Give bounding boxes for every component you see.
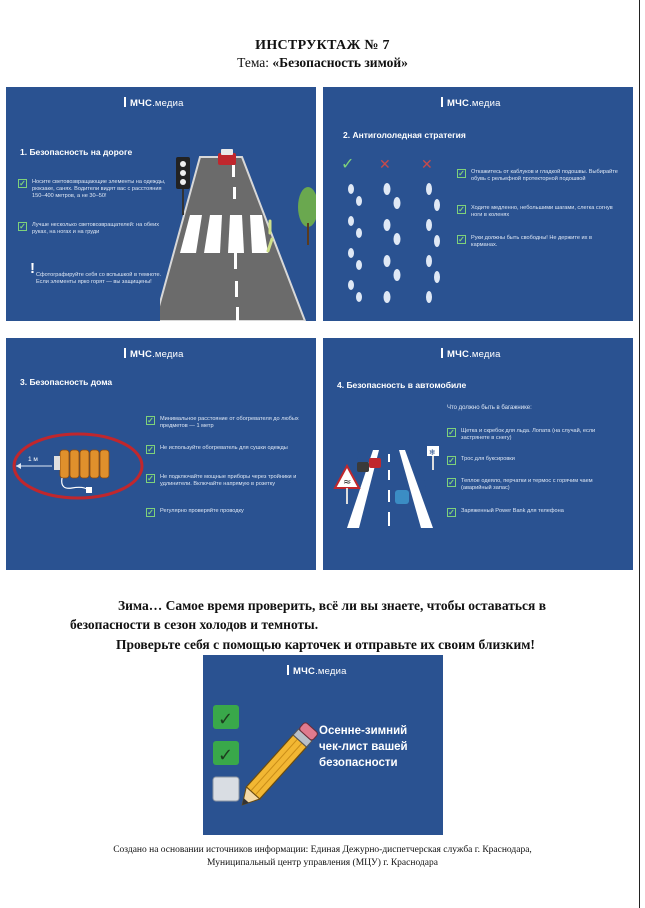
topic-name: «Безопасность зимой» [272, 55, 408, 70]
call-to-action: Проверьте себя с помощью карточек и отпр… [116, 637, 535, 652]
mchs-logo: МЧС.медиа [287, 665, 347, 677]
svg-text:✕: ✕ [379, 157, 391, 173]
source-note: Муниципальный центр управления (МЦУ) г. … [207, 858, 438, 868]
check-icon: ✓ [146, 474, 155, 483]
check-icon: ✓ [447, 456, 456, 465]
list-item: ✓ Минимальное расстояние от обогревателя… [146, 416, 299, 429]
card-title: 4. Безопасность в автомобиле [337, 380, 467, 390]
car-road-illustration: ≈ ❄ [333, 446, 439, 528]
check-icon: ✓ [18, 179, 27, 188]
svg-text:✓: ✓ [218, 745, 233, 766]
mchs-logo: МЧС.медиа [441, 97, 501, 109]
list-item: ✓ Трос для буксировки [447, 456, 515, 465]
list-item: ✓ Лучше несколько световозвращателей: на… [18, 222, 160, 235]
card-road-safety: МЧС.медиа 1. Безопасность на дороге ✓ Но… [6, 87, 316, 321]
trunk-subheading: Что должно быть в багажнике: [447, 405, 532, 411]
heater-illustration [12, 432, 144, 500]
card-title: 2. Антигололедная стратегия [343, 130, 466, 140]
check-icon: ✓ [457, 205, 466, 214]
svg-text:✓: ✓ [218, 709, 233, 730]
list-item: ✓ Заряженный Power Bank для телефона [447, 508, 564, 517]
checklist-title: Осенне-зимний чек-лист вашей безопасност… [319, 725, 408, 769]
svg-text:≈: ≈ [343, 477, 351, 488]
check-icon: ✓ [18, 222, 27, 231]
list-item: ✓ Откажитесь от каблуков и гладкой подош… [457, 169, 618, 182]
page-right-border [639, 0, 640, 908]
card-car-safety: МЧС.медиа 4. Безопасность в автомобиле Ч… [323, 338, 633, 570]
checklist-pencil-illustration: ✓ ✓ [212, 705, 318, 806]
page-topic: Тема: «Безопасность зимой» [0, 55, 645, 71]
tip-note: ! Сфотографируйте себя со вспышкой в тем… [30, 260, 162, 285]
check-icon: ✓ [146, 445, 155, 454]
check-icon: ✓ [457, 169, 466, 178]
check-icon: ✓ [447, 508, 456, 517]
exclamation-icon: ! [30, 260, 35, 277]
card-title: 3. Безопасность дома [20, 377, 113, 387]
list-item: ✓ Носите световозвращающие элементы на о… [18, 179, 166, 199]
page-title: ИНСТРУКТАЖ № 7 [255, 38, 390, 53]
list-item: ✓ Ходите медленно, небольшими шагами, сл… [457, 205, 613, 218]
source-note: Создано на основании источников информац… [113, 845, 532, 855]
check-icon: ✓ [447, 478, 456, 487]
svg-text:❄: ❄ [429, 448, 436, 457]
card-anti-ice: МЧС.медиа 2. Антигололедная стратегия ✓ … [323, 87, 633, 321]
list-item: ✓ Не подключайте мощные приборы через тр… [146, 474, 297, 487]
svg-text:✕: ✕ [421, 157, 433, 173]
mchs-logo: МЧС.медиа [124, 97, 184, 109]
list-item: ✓ Регулярно проверяйте проводку [146, 508, 244, 517]
check-icon: ✓ [447, 428, 456, 437]
check-icon: ✓ [146, 416, 155, 425]
mchs-logo: МЧС.медиа [124, 348, 184, 360]
check-icon: ✓ [146, 508, 155, 517]
road-illustration [160, 149, 316, 321]
list-item: ✓ Не используйте обогреватель для сушки … [146, 445, 288, 454]
mchs-logo: МЧС.медиа [441, 348, 501, 360]
svg-text:✓: ✓ [341, 154, 354, 173]
topic-prefix: Тема: [237, 55, 273, 70]
list-item: ✓ Теплое одеяло, перчатки и термос с гор… [447, 478, 593, 491]
card-checklist-cover: МЧС.медиа ✓ ✓ Осенне-зимний чек-лист ваш… [203, 655, 443, 835]
card-title: 1. Безопасность на дороге [20, 147, 133, 157]
card-home-safety: МЧС.медиа 3. Безопасность дома 1 м ✓ Мин… [6, 338, 316, 570]
list-item: ✓ Щетка и скребок для льда. Лопата (на с… [447, 428, 596, 441]
list-item: ✓ Руки должны быть свободны! Не держите … [457, 235, 592, 248]
footprints-illustration: ✓ ✕ ✕ [341, 154, 440, 303]
distance-label: 1 м [28, 456, 38, 463]
check-icon: ✓ [457, 235, 466, 244]
intro-paragraph: Зима… Самое время проверить, всё ли вы з… [70, 598, 546, 632]
